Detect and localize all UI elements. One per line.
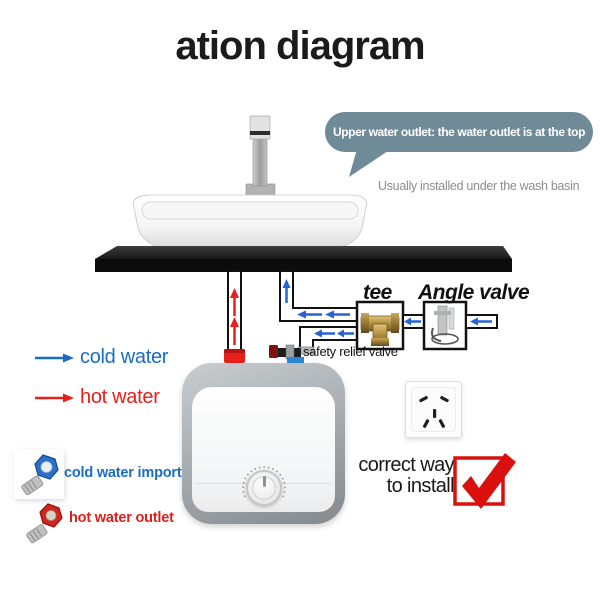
bubble-tail	[349, 149, 391, 177]
correct-way-label: correct way to install	[328, 455, 454, 497]
knob-tick-scale	[242, 466, 286, 498]
angle-valve-icon	[422, 300, 468, 351]
faucet-icon	[245, 115, 276, 199]
callout-bubble: Upper water outlet: the water outlet is …	[325, 112, 593, 152]
callout-bubble-text: Upper water outlet: the water outlet is …	[332, 125, 586, 139]
water-heater	[182, 363, 345, 524]
checkmark-icon	[453, 453, 516, 509]
tee-label: tee	[363, 281, 392, 304]
hot-water-pipe	[224, 270, 245, 363]
temperature-knob-icon	[246, 470, 282, 506]
heater-front-panel	[192, 387, 335, 512]
page-title: ation diagram	[175, 24, 425, 68]
cold-water-pipe-mid	[402, 314, 425, 329]
countertop	[95, 246, 512, 272]
cold-port-icon	[21, 454, 59, 496]
safety-relief-valve-label: safety relief valve	[303, 344, 398, 359]
cold-water-pipe-upper	[279, 270, 359, 322]
tee-fitting-icon	[355, 300, 405, 351]
hot-water-legend-label: hot water	[80, 386, 160, 408]
hot-port-icon	[26, 503, 63, 544]
angle-valve-label: Angle valve	[418, 281, 530, 304]
hot-outlet-label: hot water outlet	[69, 510, 174, 526]
install-note: Usually installed under the wash basin	[378, 179, 580, 193]
knob-pointer	[262, 476, 266, 487]
cold-arrow-icon	[35, 353, 74, 363]
cold-import-label: cold water import	[64, 465, 182, 481]
socket-holes	[419, 395, 449, 428]
cold-water-legend-label: cold water	[80, 346, 169, 368]
power-socket-icon	[405, 381, 462, 438]
hot-arrow-icon	[35, 393, 74, 403]
wash-basin	[132, 194, 368, 253]
correct-way-line1: correct way	[358, 454, 454, 476]
correct-way-line2: to install	[386, 475, 455, 497]
cold-water-pipe-inlet	[465, 314, 498, 329]
